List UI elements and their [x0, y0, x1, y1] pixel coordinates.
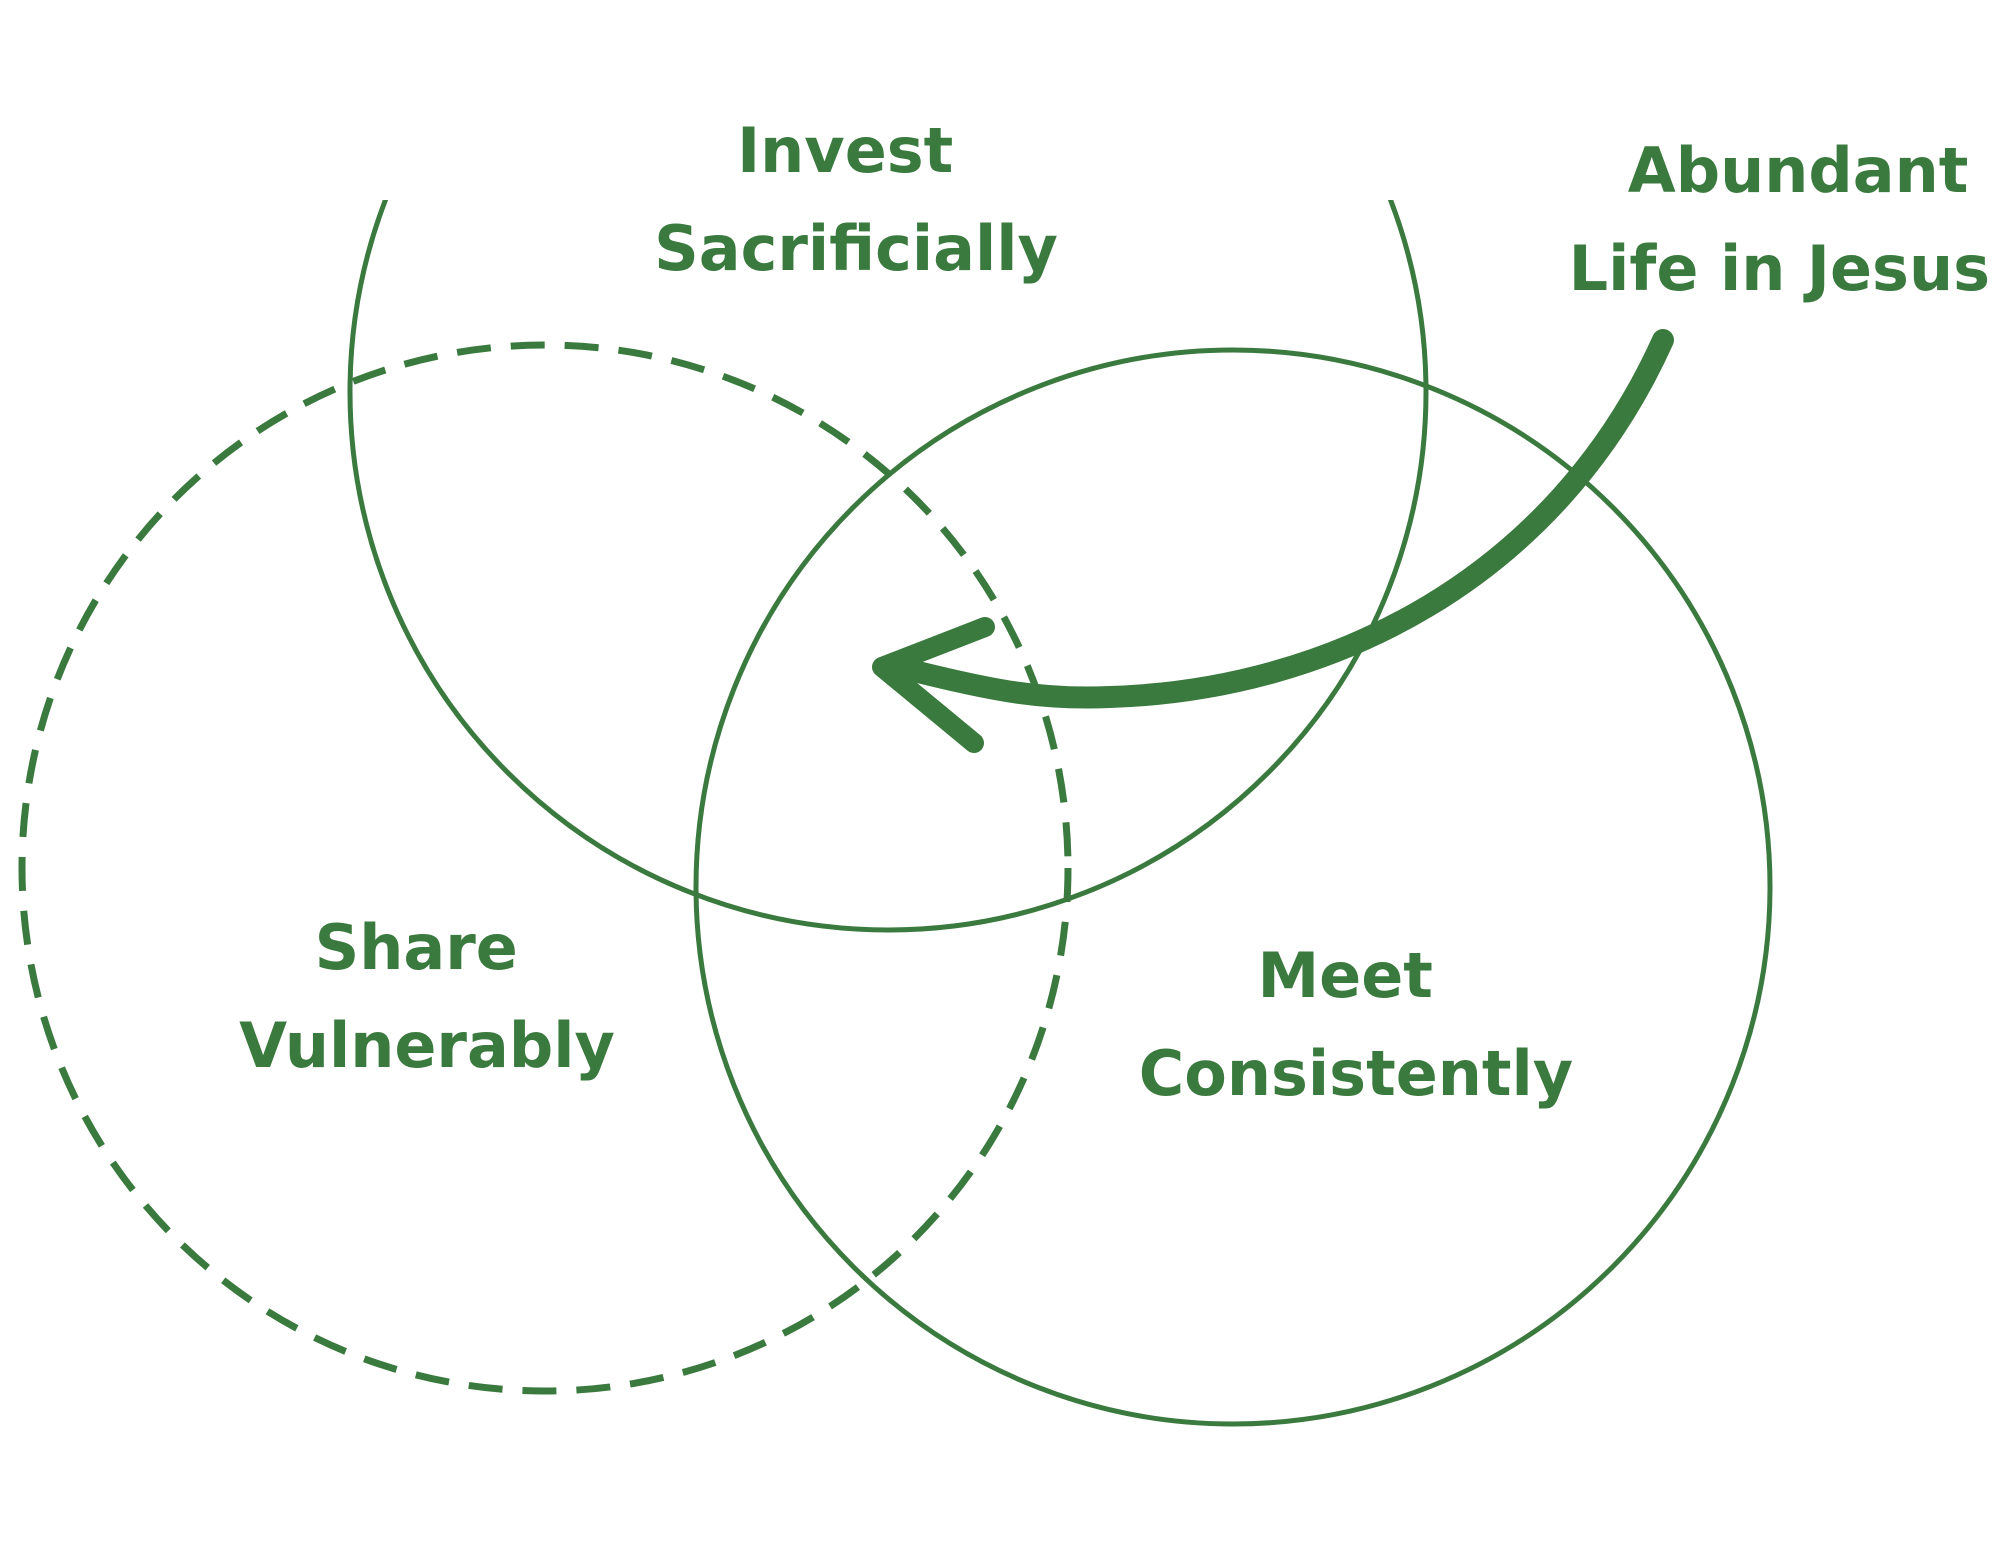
abundant-life-label: Abundant Life in Jesus	[1569, 134, 1990, 305]
meet-label-line1: Meet	[1257, 939, 1432, 1012]
share-label-line1: Share	[315, 911, 518, 984]
abundant-label-line2: Life in Jesus	[1569, 232, 1990, 305]
circle-meet-consistently	[693, 347, 1773, 1427]
invest-label-line1: Invest	[737, 114, 953, 187]
share-label-line2: Vulnerably	[239, 1009, 615, 1082]
abundant-label-line1: Abundant	[1628, 134, 1969, 207]
meet-label: Meet Consistently	[1139, 939, 1573, 1110]
share-label: Share Vulnerably	[239, 911, 615, 1082]
invest-label: Invest Sacrificially	[654, 114, 1058, 285]
meet-label-line2: Consistently	[1139, 1037, 1573, 1110]
circle-share-vulnerably	[18, 341, 1072, 1395]
curved-arrow-icon	[872, 329, 1674, 753]
circle-invest-sacrificially	[347, 200, 1429, 933]
invest-label-line2: Sacrificially	[654, 212, 1058, 285]
